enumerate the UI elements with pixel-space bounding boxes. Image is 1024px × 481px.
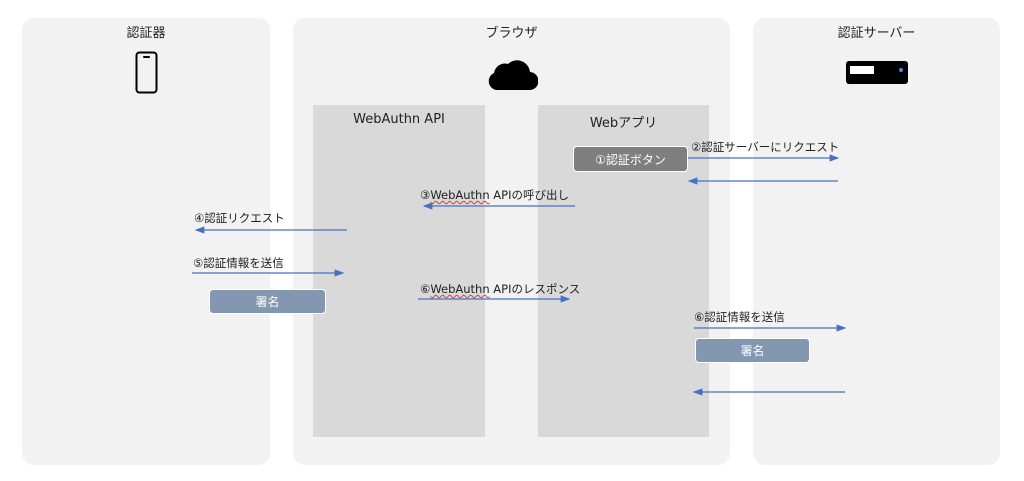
server-icon xyxy=(846,61,908,84)
step6b-label: ⑥認証情報を送信 xyxy=(694,310,785,324)
column-title-webapp: Webアプリ xyxy=(589,116,658,131)
auth-button[interactable]: ①認証ボタン xyxy=(573,146,688,172)
step6-rest: APIのレスポンス xyxy=(489,282,581,296)
step3-label: ③WebAuthn APIの呼び出し xyxy=(420,187,569,203)
step6-num: ⑥ xyxy=(420,282,431,296)
column-title-webauthn: WebAuthn API xyxy=(353,112,445,127)
step5-label: ⑤認証情報を送信 xyxy=(193,256,284,270)
sign-box-left: 署名 xyxy=(209,289,326,314)
step3-rest: APIの呼び出し xyxy=(489,188,569,202)
sign-box-right: 署名 xyxy=(695,338,810,363)
step3-api: WebAuthn xyxy=(430,188,490,202)
step3-num: ③ xyxy=(420,188,431,202)
cloud-icon xyxy=(488,60,538,91)
step2-label: ②認証サーバーにリクエスト xyxy=(691,140,840,154)
phone-icon xyxy=(135,51,158,94)
step4-label: ④認証リクエスト xyxy=(194,211,285,225)
lane-title-server: 認証サーバー xyxy=(837,26,916,41)
lane-title-authenticator: 認証器 xyxy=(126,26,166,41)
step6-api: WebAuthn xyxy=(430,282,490,296)
lane-title-browser: ブラウザ xyxy=(485,26,538,41)
lane-server xyxy=(753,18,1000,465)
step6-label: ⑥WebAuthn APIのレスポンス xyxy=(420,281,580,297)
